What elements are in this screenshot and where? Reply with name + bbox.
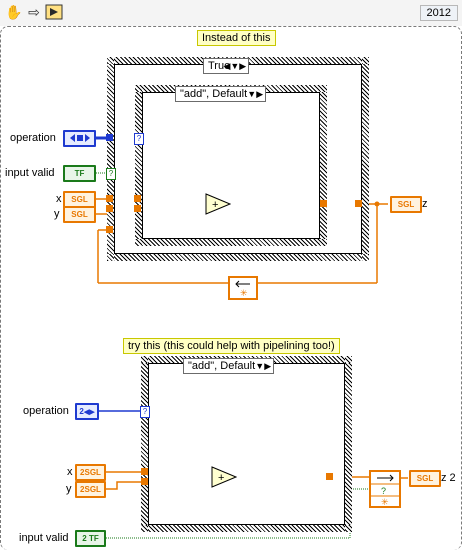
svg-text:✳: ✳	[240, 288, 248, 298]
x-tunnel-2	[141, 468, 148, 475]
hand-icon[interactable]: ✋	[5, 3, 23, 20]
x-type: SGL	[84, 468, 101, 477]
z2-sgl-indicator[interactable]: SGL	[409, 470, 441, 487]
feedback-node-enabled[interactable]: ? ✳	[369, 470, 401, 508]
outer-case-selector[interactable]: True ◀▼▶	[203, 58, 250, 74]
svg-text:+: +	[218, 472, 224, 484]
inner-case-structure	[135, 85, 327, 246]
svg-text:+: +	[212, 199, 218, 211]
svg-text:✳: ✳	[381, 497, 389, 506]
x-sgl-control-2[interactable]: 2SGL	[75, 464, 106, 481]
note-instead-of-this: Instead of this	[197, 30, 276, 46]
run-icon[interactable]	[44, 2, 64, 22]
input-valid-bool-control-2[interactable]: 2 TF	[75, 530, 106, 547]
x-tunnel-inner	[134, 195, 141, 202]
chevron-down-icon: ◀▼▶	[223, 61, 247, 71]
operation-label-2: operation	[23, 405, 69, 417]
y-label: y	[54, 208, 60, 220]
operation-tunnel	[106, 134, 113, 141]
chevron-down-icon: ▼▶	[255, 361, 272, 371]
inner-case-selector-label: "add", Default	[180, 88, 248, 100]
x-label-2: x	[67, 466, 73, 478]
add-node[interactable]: +	[205, 193, 231, 215]
x-label: x	[56, 193, 62, 205]
y-type: SGL	[84, 485, 101, 494]
input-valid-bool-control[interactable]: TF	[63, 165, 96, 182]
sum-tunnel-inner	[320, 200, 327, 207]
feedback-node[interactable]: ✳	[228, 276, 258, 300]
y-tunnel-inner	[134, 205, 141, 212]
z-sgl-indicator[interactable]: SGL	[390, 196, 422, 213]
z-label: z	[422, 198, 428, 210]
case-selector-terminal-2: ?	[140, 406, 150, 418]
y-tunnel-outer	[106, 205, 113, 212]
toolbar: ✋ ⇨ 2012	[0, 0, 462, 26]
note-try-this: try this (this could help with pipelinin…	[123, 338, 340, 354]
y-number: 2	[80, 485, 85, 494]
case-selector-terminal: ?	[134, 133, 144, 145]
y-sgl-control[interactable]: SGL	[63, 206, 96, 223]
bottom-case-selector[interactable]: "add", Default ▼▶	[183, 358, 275, 374]
arrow-icon[interactable]: ⇨	[28, 3, 40, 20]
bool-number: 2	[82, 534, 87, 543]
input-valid-case-terminal: ?	[106, 168, 116, 180]
sum-tunnel-2	[326, 473, 333, 480]
input-valid-label: input valid	[5, 167, 55, 179]
svg-text:?: ?	[381, 486, 386, 496]
y-label-2: y	[66, 483, 72, 495]
feedback-tunnel-outer	[106, 226, 113, 233]
version-label: 2012	[419, 5, 458, 21]
enum-number: 2	[79, 407, 84, 416]
operation-label: operation	[10, 132, 56, 144]
x-number: 2	[80, 468, 85, 477]
z2-label: z 2	[441, 472, 456, 484]
x-tunnel-outer	[106, 195, 113, 202]
bool-type: TF	[88, 534, 99, 543]
operation-enum-control[interactable]	[63, 130, 96, 147]
inner-case-selector[interactable]: "add", Default ▼▶	[175, 86, 267, 102]
y-sgl-control-2[interactable]: 2SGL	[75, 481, 106, 498]
outer-case-selector-label: True	[208, 60, 231, 72]
operation-enum-control-2[interactable]: 2◀▶	[75, 403, 99, 420]
sum-tunnel-outer	[355, 200, 362, 207]
chevron-down-icon: ▼▶	[247, 89, 264, 99]
y-tunnel-2	[141, 478, 148, 485]
bottom-case-structure	[141, 356, 352, 532]
add-node-2[interactable]: +	[211, 466, 237, 488]
bottom-case-selector-label: "add", Default	[188, 360, 256, 372]
input-valid-label-2: input valid	[19, 532, 69, 544]
